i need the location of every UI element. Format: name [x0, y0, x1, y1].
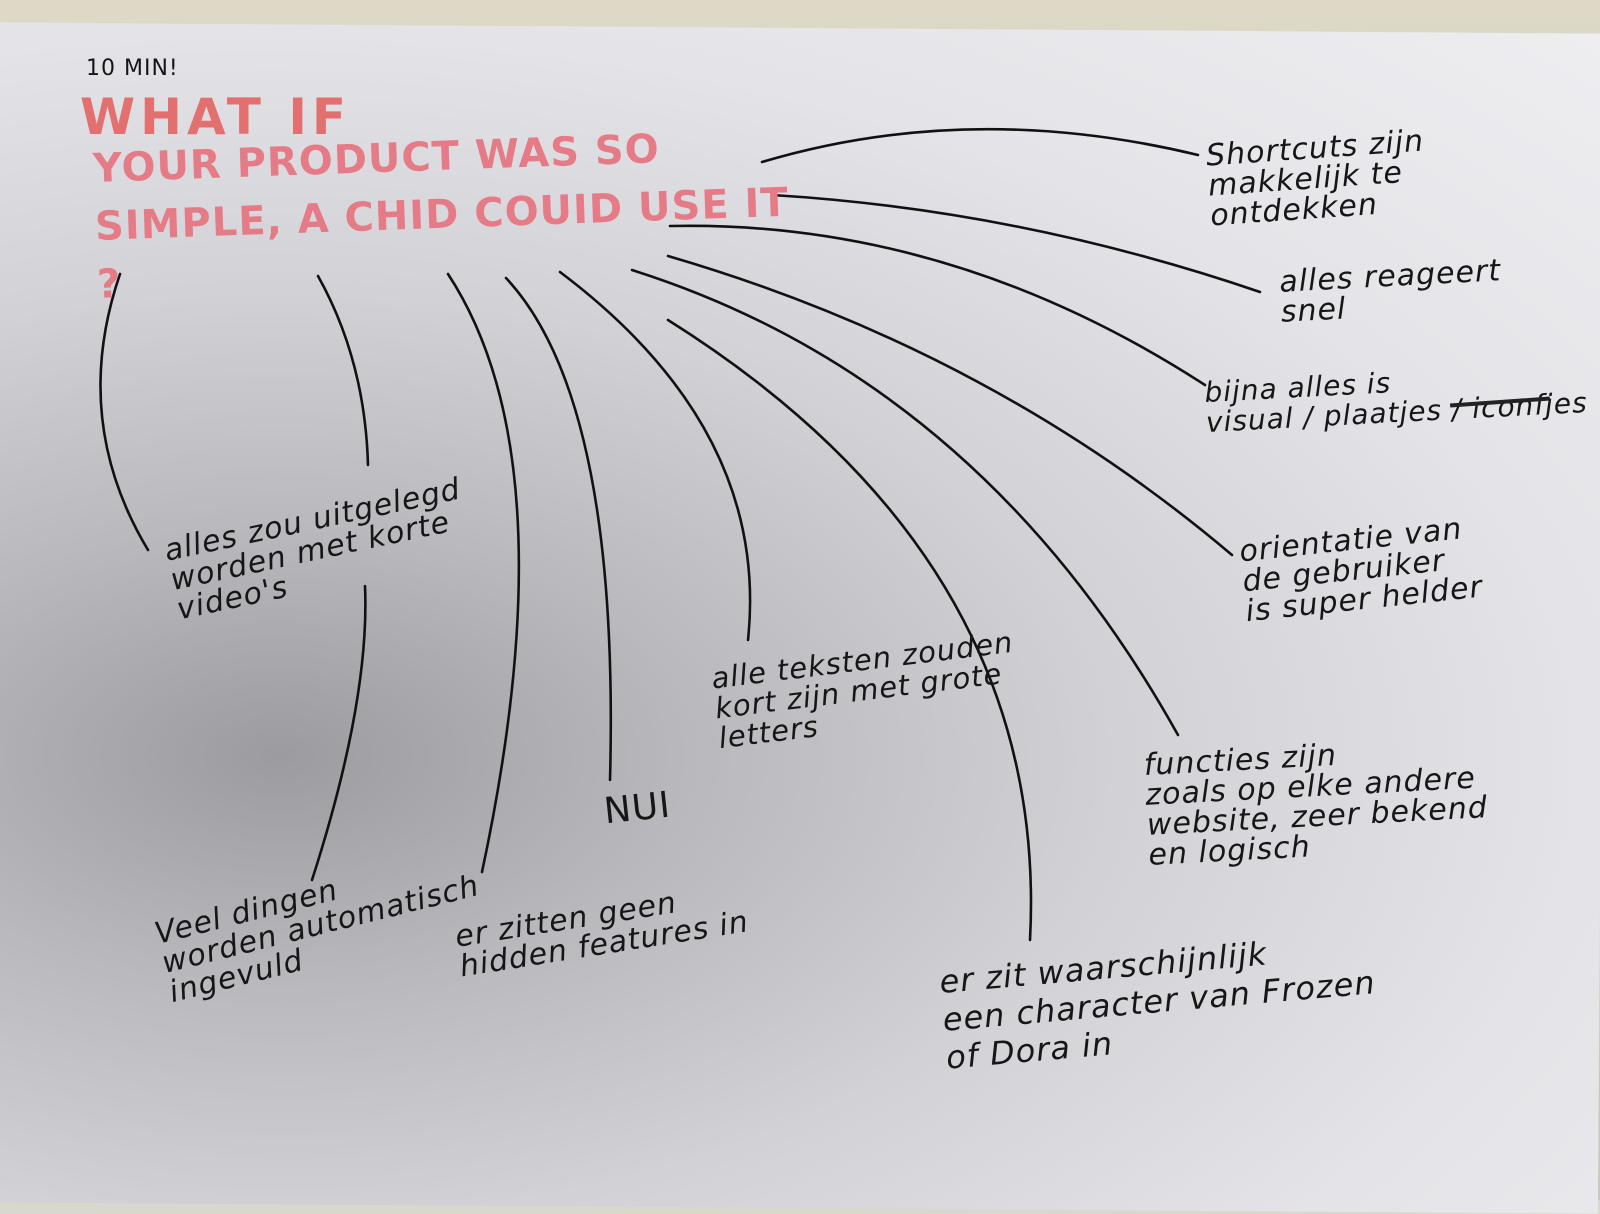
line-veel	[310, 584, 367, 882]
line-frozen	[666, 318, 1033, 942]
line-veel-top	[316, 274, 370, 467]
line-nui	[504, 276, 613, 782]
note-functies: functies zijn zoals op elke andere websi…	[1142, 737, 1489, 873]
title-question: YOUR PRODUCT WAS SO SIMPLE, A CHID COUID…	[92, 126, 790, 308]
line-visual	[668, 224, 1207, 387]
timer-label: 10 MIN!	[86, 56, 179, 81]
line-shortcuts	[760, 127, 1200, 164]
line-functies	[630, 268, 1180, 737]
note-reageert: alles reageert snel	[1278, 253, 1502, 330]
note-shortcuts: Shortcuts zijn makkelijk te ontdekken	[1204, 123, 1426, 234]
line-reageert	[770, 193, 1262, 294]
line-videos	[99, 272, 150, 552]
line-orientatie	[666, 254, 1234, 557]
title-what-if: WHAT IF	[80, 88, 352, 146]
line-teksten	[558, 270, 752, 642]
line-hidden	[446, 272, 521, 874]
note-nui: NUI	[601, 784, 673, 833]
